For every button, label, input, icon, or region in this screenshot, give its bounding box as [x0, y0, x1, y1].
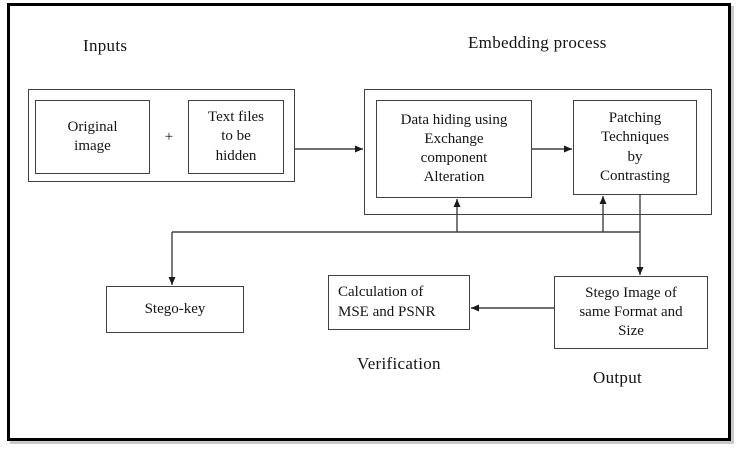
stego-image-node: Stego Image of same Format and Size: [554, 276, 708, 349]
text-files-node: Text files to be hidden: [188, 100, 284, 174]
data-hiding-node: Data hiding using Exchange component Alt…: [376, 100, 532, 198]
stego-image-label: Stego Image of same Format and Size: [579, 284, 683, 340]
stego-key-node: Stego-key: [106, 286, 244, 333]
verification-section-label: Verification: [357, 354, 441, 373]
embedding-process-section-label: Embedding process: [468, 33, 607, 52]
plus-sign: +: [164, 128, 174, 145]
data-hiding-label: Data hiding using Exchange component Alt…: [400, 111, 508, 186]
original-image-label: Original image: [67, 118, 118, 154]
patching-node: Patching Techniques by Contrasting: [573, 100, 697, 195]
original-image-node: Original image: [35, 100, 150, 174]
output-section-label: Output: [593, 368, 643, 387]
stego-key-label: Stego-key: [144, 300, 206, 317]
patching-label: Patching Techniques by Contrasting: [600, 110, 670, 184]
calculation-node: Calculation of MSE and PSNR: [328, 275, 470, 330]
calculation-label: Calculation of MSE and PSNR: [338, 284, 436, 320]
diagram-frame: [7, 3, 731, 441]
text-files-label: Text files to be hidden: [207, 109, 264, 164]
inputs-section-label: Inputs: [83, 36, 128, 55]
